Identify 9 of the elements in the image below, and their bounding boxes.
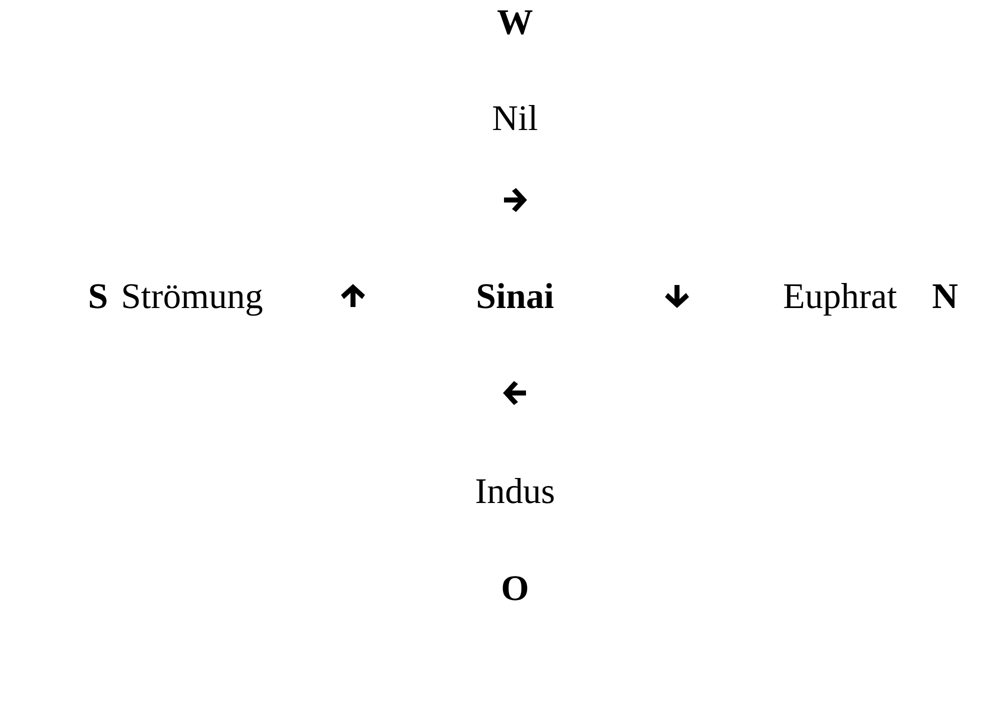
compass-letter: O [501,570,529,606]
center-label: Sinai [476,278,554,314]
place-name: Euphrat [783,278,897,314]
place-name: Nil [492,100,538,136]
compass-letter: W [497,4,533,40]
compass-letter: S [88,278,108,314]
compass-letter: N [932,278,958,314]
place-name: Indus [475,473,555,509]
place-name: Strömung [121,278,263,314]
